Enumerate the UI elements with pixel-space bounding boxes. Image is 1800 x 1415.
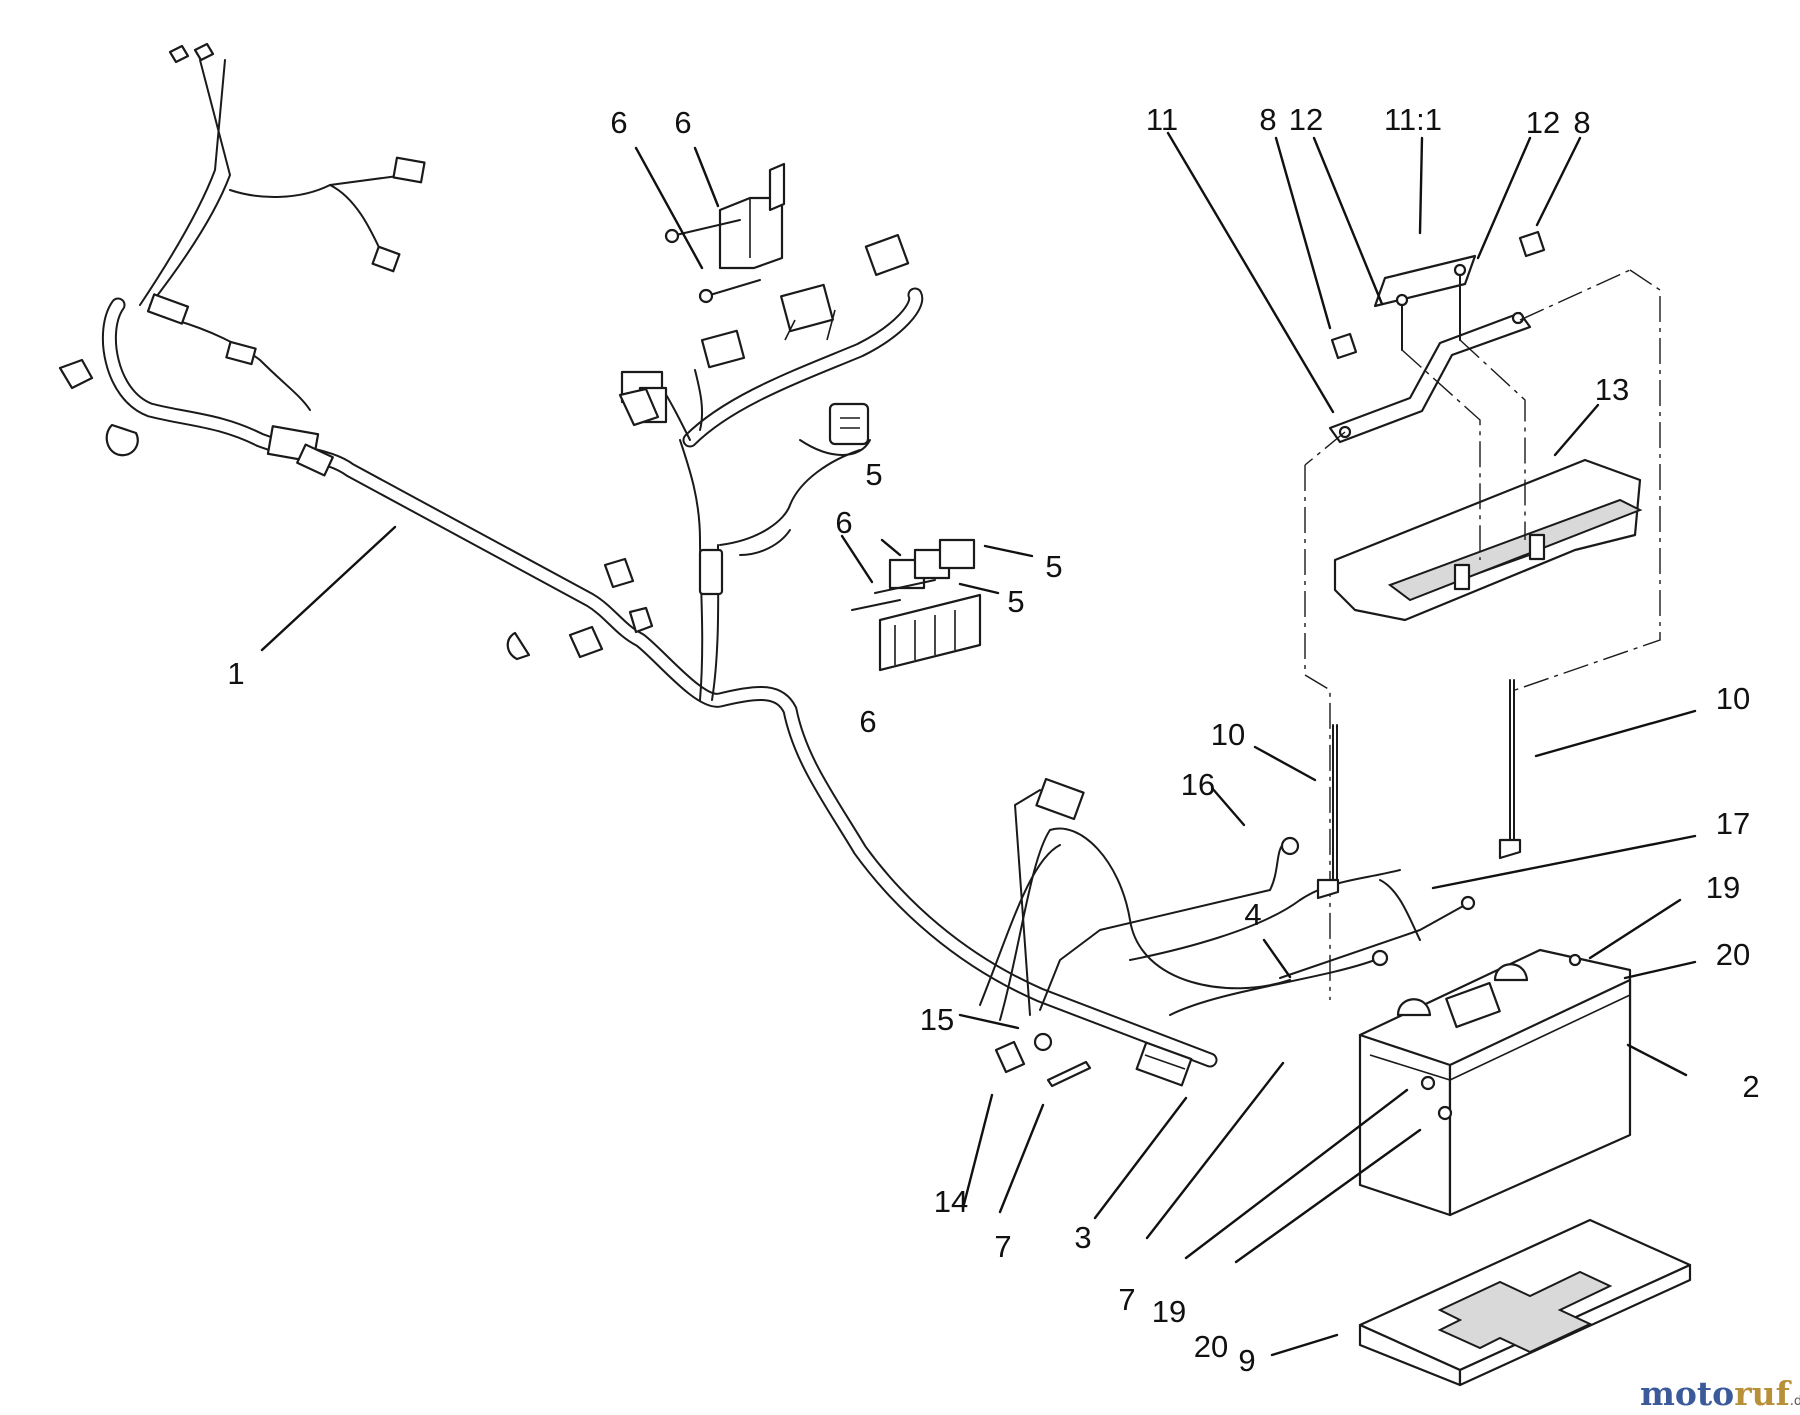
callout-3: 3 <box>1074 1220 1091 1255</box>
callout-17: 17 <box>1716 806 1750 841</box>
svg-text:motoruf.de: motoruf.de <box>1640 1374 1800 1413</box>
battery-cables <box>979 777 1476 1088</box>
callout-4: 4 <box>1244 897 1261 932</box>
callout-7b: 7 <box>1118 1282 1135 1317</box>
callout-19a: 19 <box>1706 870 1740 905</box>
callout-16: 16 <box>1181 767 1215 802</box>
callout-12b: 12 <box>1526 105 1560 140</box>
callout-10a: 10 <box>1211 717 1245 752</box>
relay-bracket-top <box>664 162 786 304</box>
callout-6b: 6 <box>674 105 691 140</box>
callout-11: 11 <box>1146 102 1178 137</box>
watermark-part2: ruf <box>1734 1374 1791 1413</box>
callout-8a: 8 <box>1259 102 1276 137</box>
callout-5b: 5 <box>1045 549 1062 584</box>
battery-hold-down-assembly <box>1304 230 1661 1000</box>
callout-19b: 19 <box>1152 1294 1186 1329</box>
callout-8b: 8 <box>1573 105 1590 140</box>
callout-20a: 20 <box>1716 937 1750 972</box>
leader-lines <box>260 131 1697 1357</box>
callout-6a: 6 <box>610 105 627 140</box>
callout-11-1: 11:1 <box>1384 102 1442 137</box>
callout-1: 1 <box>227 656 244 691</box>
dash-harness <box>618 233 924 456</box>
callout-14: 14 <box>934 1184 968 1219</box>
callout-6c: 6 <box>835 505 852 540</box>
main-wiring-harness <box>58 42 1218 1068</box>
relay-and-fuse-block <box>851 538 982 672</box>
watermark-suffix: .de <box>1790 1394 1800 1409</box>
callout-13: 13 <box>1595 372 1629 407</box>
callout-12a: 12 <box>1289 102 1323 137</box>
watermark-part1: moto <box>1640 1374 1734 1413</box>
callout-2: 2 <box>1742 1069 1759 1104</box>
callout-10b: 10 <box>1716 681 1750 716</box>
battery <box>1358 948 1632 1217</box>
watermark-logo: motoruf.de <box>1640 1374 1800 1413</box>
callout-5c: 5 <box>1007 584 1024 619</box>
callout-labels: 1 2 3 4 5 5 5 6 6 6 6 7 7 8 8 9 10 10 11… <box>227 102 1759 1378</box>
battery-tray <box>1358 1218 1692 1387</box>
callout-7a: 7 <box>994 1229 1011 1264</box>
callout-15: 15 <box>920 1002 954 1037</box>
callout-5a: 5 <box>865 457 882 492</box>
callout-20b: 20 <box>1194 1329 1228 1364</box>
callout-6d: 6 <box>859 704 876 739</box>
callout-9: 9 <box>1238 1343 1255 1378</box>
